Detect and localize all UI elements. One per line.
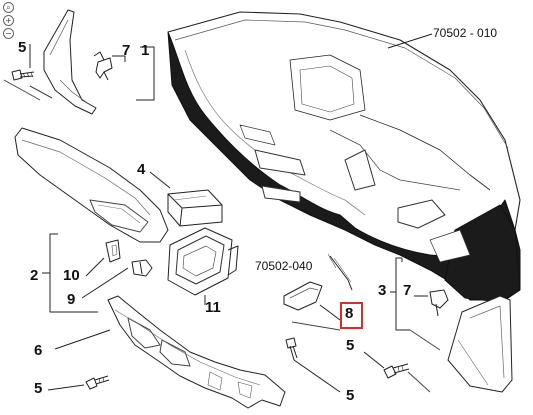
screw-5-top: [11, 69, 35, 81]
zoom-tools: ⌕ + −: [3, 2, 15, 41]
part-6-lower-trim: [107, 295, 286, 409]
callout-5-right-upper[interactable]: 5: [346, 337, 355, 354]
part-11-housing: [167, 227, 239, 296]
zoom-out-icon[interactable]: −: [3, 28, 14, 39]
callout-7-top[interactable]: 7: [122, 42, 131, 59]
callout-5-bottom-left[interactable]: 5: [34, 380, 43, 397]
callout-1[interactable]: 1: [141, 42, 150, 59]
callout-11[interactable]: 11: [205, 299, 221, 316]
clip-7-right: [429, 289, 449, 317]
leader-8: [319, 304, 341, 321]
screw-5-middle: [285, 337, 298, 361]
callout-8[interactable]: 8: [345, 305, 354, 322]
callout-10[interactable]: 10: [63, 267, 80, 284]
leader-5-middle: [293, 359, 341, 393]
callout-7-right[interactable]: 7: [403, 282, 412, 299]
leader-9: [81, 267, 129, 299]
reference-code-mid[interactable]: 70502-040: [255, 259, 313, 273]
part-9-clip: [131, 259, 153, 277]
leader-10: [85, 257, 105, 277]
search-icon[interactable]: ⌕: [3, 2, 14, 13]
part-2-trim-panel: [14, 127, 169, 243]
callout-6[interactable]: 6: [34, 342, 43, 359]
callout-9[interactable]: 9: [67, 291, 76, 308]
bracket-1: [136, 46, 155, 101]
leader-ref-top: [387, 33, 433, 49]
leader-4: [149, 171, 171, 189]
leader-5-bottom-left: [47, 384, 85, 391]
leader-6: [54, 329, 111, 350]
part-8-bracket: [283, 281, 323, 311]
leader-5-right: [363, 351, 385, 369]
callout-2[interactable]: 2: [30, 267, 39, 284]
screw-5-bottom-left: [85, 375, 110, 390]
part-rod: [329, 255, 353, 291]
part-10-cap: [105, 239, 121, 263]
leader-7-top: [112, 55, 126, 62]
screw-5-right: [383, 363, 410, 379]
callout-3[interactable]: 3: [378, 282, 387, 299]
zoom-in-icon[interactable]: +: [3, 15, 14, 26]
part-3-end-cap: [447, 295, 513, 393]
callout-5-right-lower[interactable]: 5: [346, 387, 355, 404]
reference-code-top[interactable]: 70502 - 010: [433, 26, 498, 40]
part-4-box: [167, 189, 223, 227]
highlight-box-8: [340, 302, 363, 329]
callout-4[interactable]: 4: [137, 161, 146, 178]
part-1-trim: [43, 9, 97, 115]
bracket-3: [395, 257, 410, 331]
clip-7-top: [93, 51, 113, 81]
callout-5-top[interactable]: 5: [18, 39, 27, 56]
